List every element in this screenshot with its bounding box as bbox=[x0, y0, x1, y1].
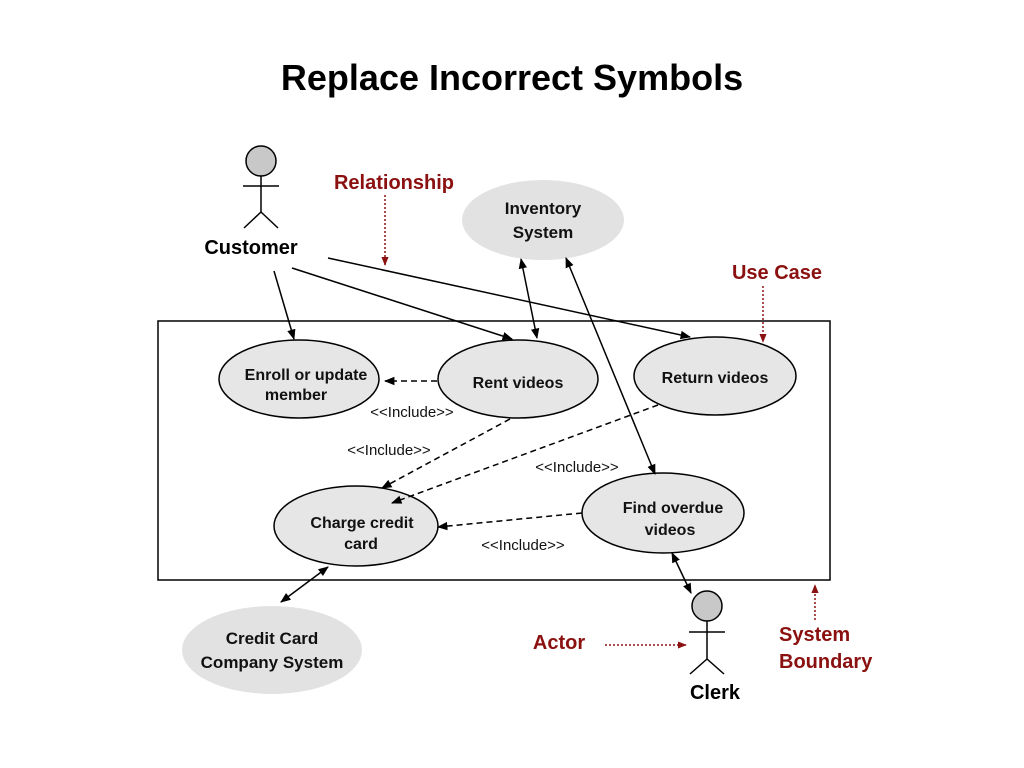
clerk-leg-right bbox=[706, 658, 725, 675]
assoc-charge-creditcard bbox=[280, 566, 329, 603]
annotation-system-label-1: System bbox=[779, 624, 850, 646]
clerk-head bbox=[691, 590, 723, 622]
annotation-relationship: Relationship bbox=[334, 172, 454, 194]
use-case-return-label: Return videos bbox=[662, 370, 769, 387]
credit-card-system-label-1: Credit Card bbox=[226, 629, 319, 648]
inventory-system-ellipse bbox=[462, 180, 624, 260]
use-case-enroll-label-2: member bbox=[265, 387, 327, 404]
clerk-leg-left bbox=[689, 658, 708, 675]
use-case-overdue-label-1: Find overdue bbox=[623, 500, 724, 517]
credit-card-system-ellipse bbox=[182, 606, 362, 694]
customer-actor bbox=[243, 145, 279, 229]
include-label-rent-enroll: <<Include>> bbox=[370, 404, 454, 421]
annotation-use-case: Use Case bbox=[732, 262, 822, 284]
use-case-enroll bbox=[218, 339, 380, 419]
assoc-customer-rent bbox=[291, 267, 513, 341]
customer-leg-right bbox=[260, 211, 279, 229]
assoc-overdue-clerk bbox=[671, 552, 692, 594]
clerk-label: Clerk bbox=[690, 682, 741, 704]
include-label-return-charge: <<Include>> bbox=[535, 459, 619, 476]
inventory-system-label-1: Inventory bbox=[505, 199, 582, 218]
clerk-actor bbox=[689, 590, 725, 675]
customer-label: Customer bbox=[204, 237, 298, 259]
include-return-charge bbox=[391, 404, 659, 504]
customer-leg-left bbox=[243, 211, 262, 229]
annotation-system-label-2: Boundary bbox=[779, 651, 873, 673]
include-rent-charge bbox=[381, 418, 511, 489]
use-case-overdue-label-2: videos bbox=[645, 522, 696, 539]
assoc-inventory-overdue bbox=[565, 257, 656, 475]
system-boundary bbox=[157, 320, 831, 581]
page-title: Replace Incorrect Symbols bbox=[281, 57, 743, 98]
annotation-actor: Actor bbox=[533, 632, 585, 654]
include-label-rent-charge: <<Include>> bbox=[347, 442, 431, 459]
inventory-system-label-2: System bbox=[513, 223, 573, 242]
assoc-inventory-rent bbox=[518, 257, 540, 340]
use-case-charge-label-1: Charge credit bbox=[310, 515, 414, 532]
use-case-charge-label-2: card bbox=[344, 536, 378, 553]
include-label-overdue-charge: <<Include>> bbox=[481, 537, 565, 554]
customer-head bbox=[245, 145, 277, 177]
use-case-rent-label: Rent videos bbox=[473, 375, 564, 392]
include-overdue-charge bbox=[436, 512, 583, 531]
assoc-customer-enroll bbox=[273, 270, 296, 341]
credit-card-system-label-2: Company System bbox=[201, 653, 344, 672]
use-case-enroll-label-1: Enroll or update bbox=[245, 367, 368, 384]
